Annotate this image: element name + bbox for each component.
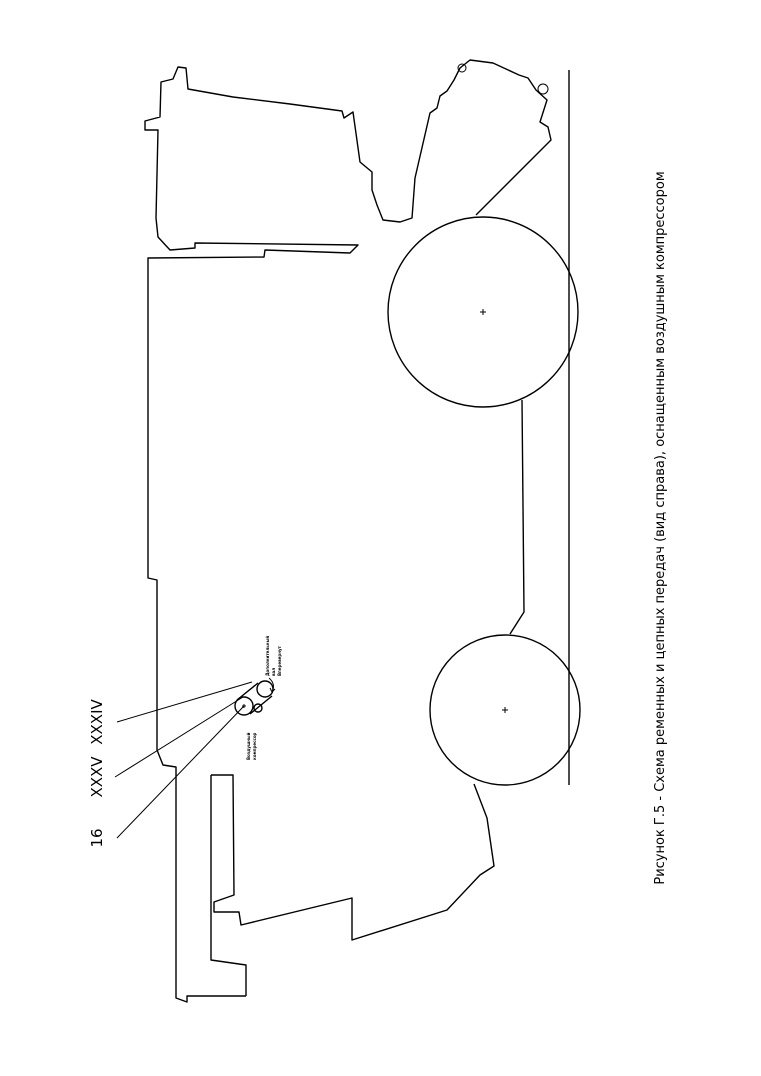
large-wheel-center: [480, 309, 486, 315]
leader-line-xxxv: [114, 696, 244, 778]
small-wheel: [429, 634, 581, 786]
top-detail-circle: [457, 63, 467, 73]
figure-caption: Рисунок Г.5 - Схема ременных и цепных пе…: [653, 171, 668, 884]
callout-xxxiv: XXXIV: [88, 699, 106, 745]
top-right-circle: [537, 83, 549, 95]
leader-line-xxxiv: [116, 681, 253, 723]
air-compressor-pulley: [234, 696, 254, 716]
shaft-label-2: вал: [271, 668, 276, 676]
callout-xxxv: XXXV: [88, 756, 106, 798]
front-upper-structure: [144, 59, 552, 1003]
shaft-label-1: Дополнительный: [265, 636, 270, 676]
small-wheel-center: [502, 707, 508, 713]
callout-16: 16: [88, 828, 106, 847]
large-wheel: [387, 216, 579, 408]
belt-drive: [234, 677, 276, 716]
rotation-arrow: [268, 677, 276, 693]
rear-platform: [210, 775, 247, 996]
chassis-frame: [509, 399, 525, 635]
leader-line-16: [116, 705, 245, 839]
compressor-label-2: компрессор: [252, 732, 257, 760]
rear-structure: [211, 774, 495, 941]
shaft-label-3: Вперевернут: [277, 645, 282, 676]
drive-belt: [236, 682, 273, 715]
compressor-label-1: Воздушный: [246, 732, 251, 760]
tensioner-pulley: [253, 703, 263, 713]
